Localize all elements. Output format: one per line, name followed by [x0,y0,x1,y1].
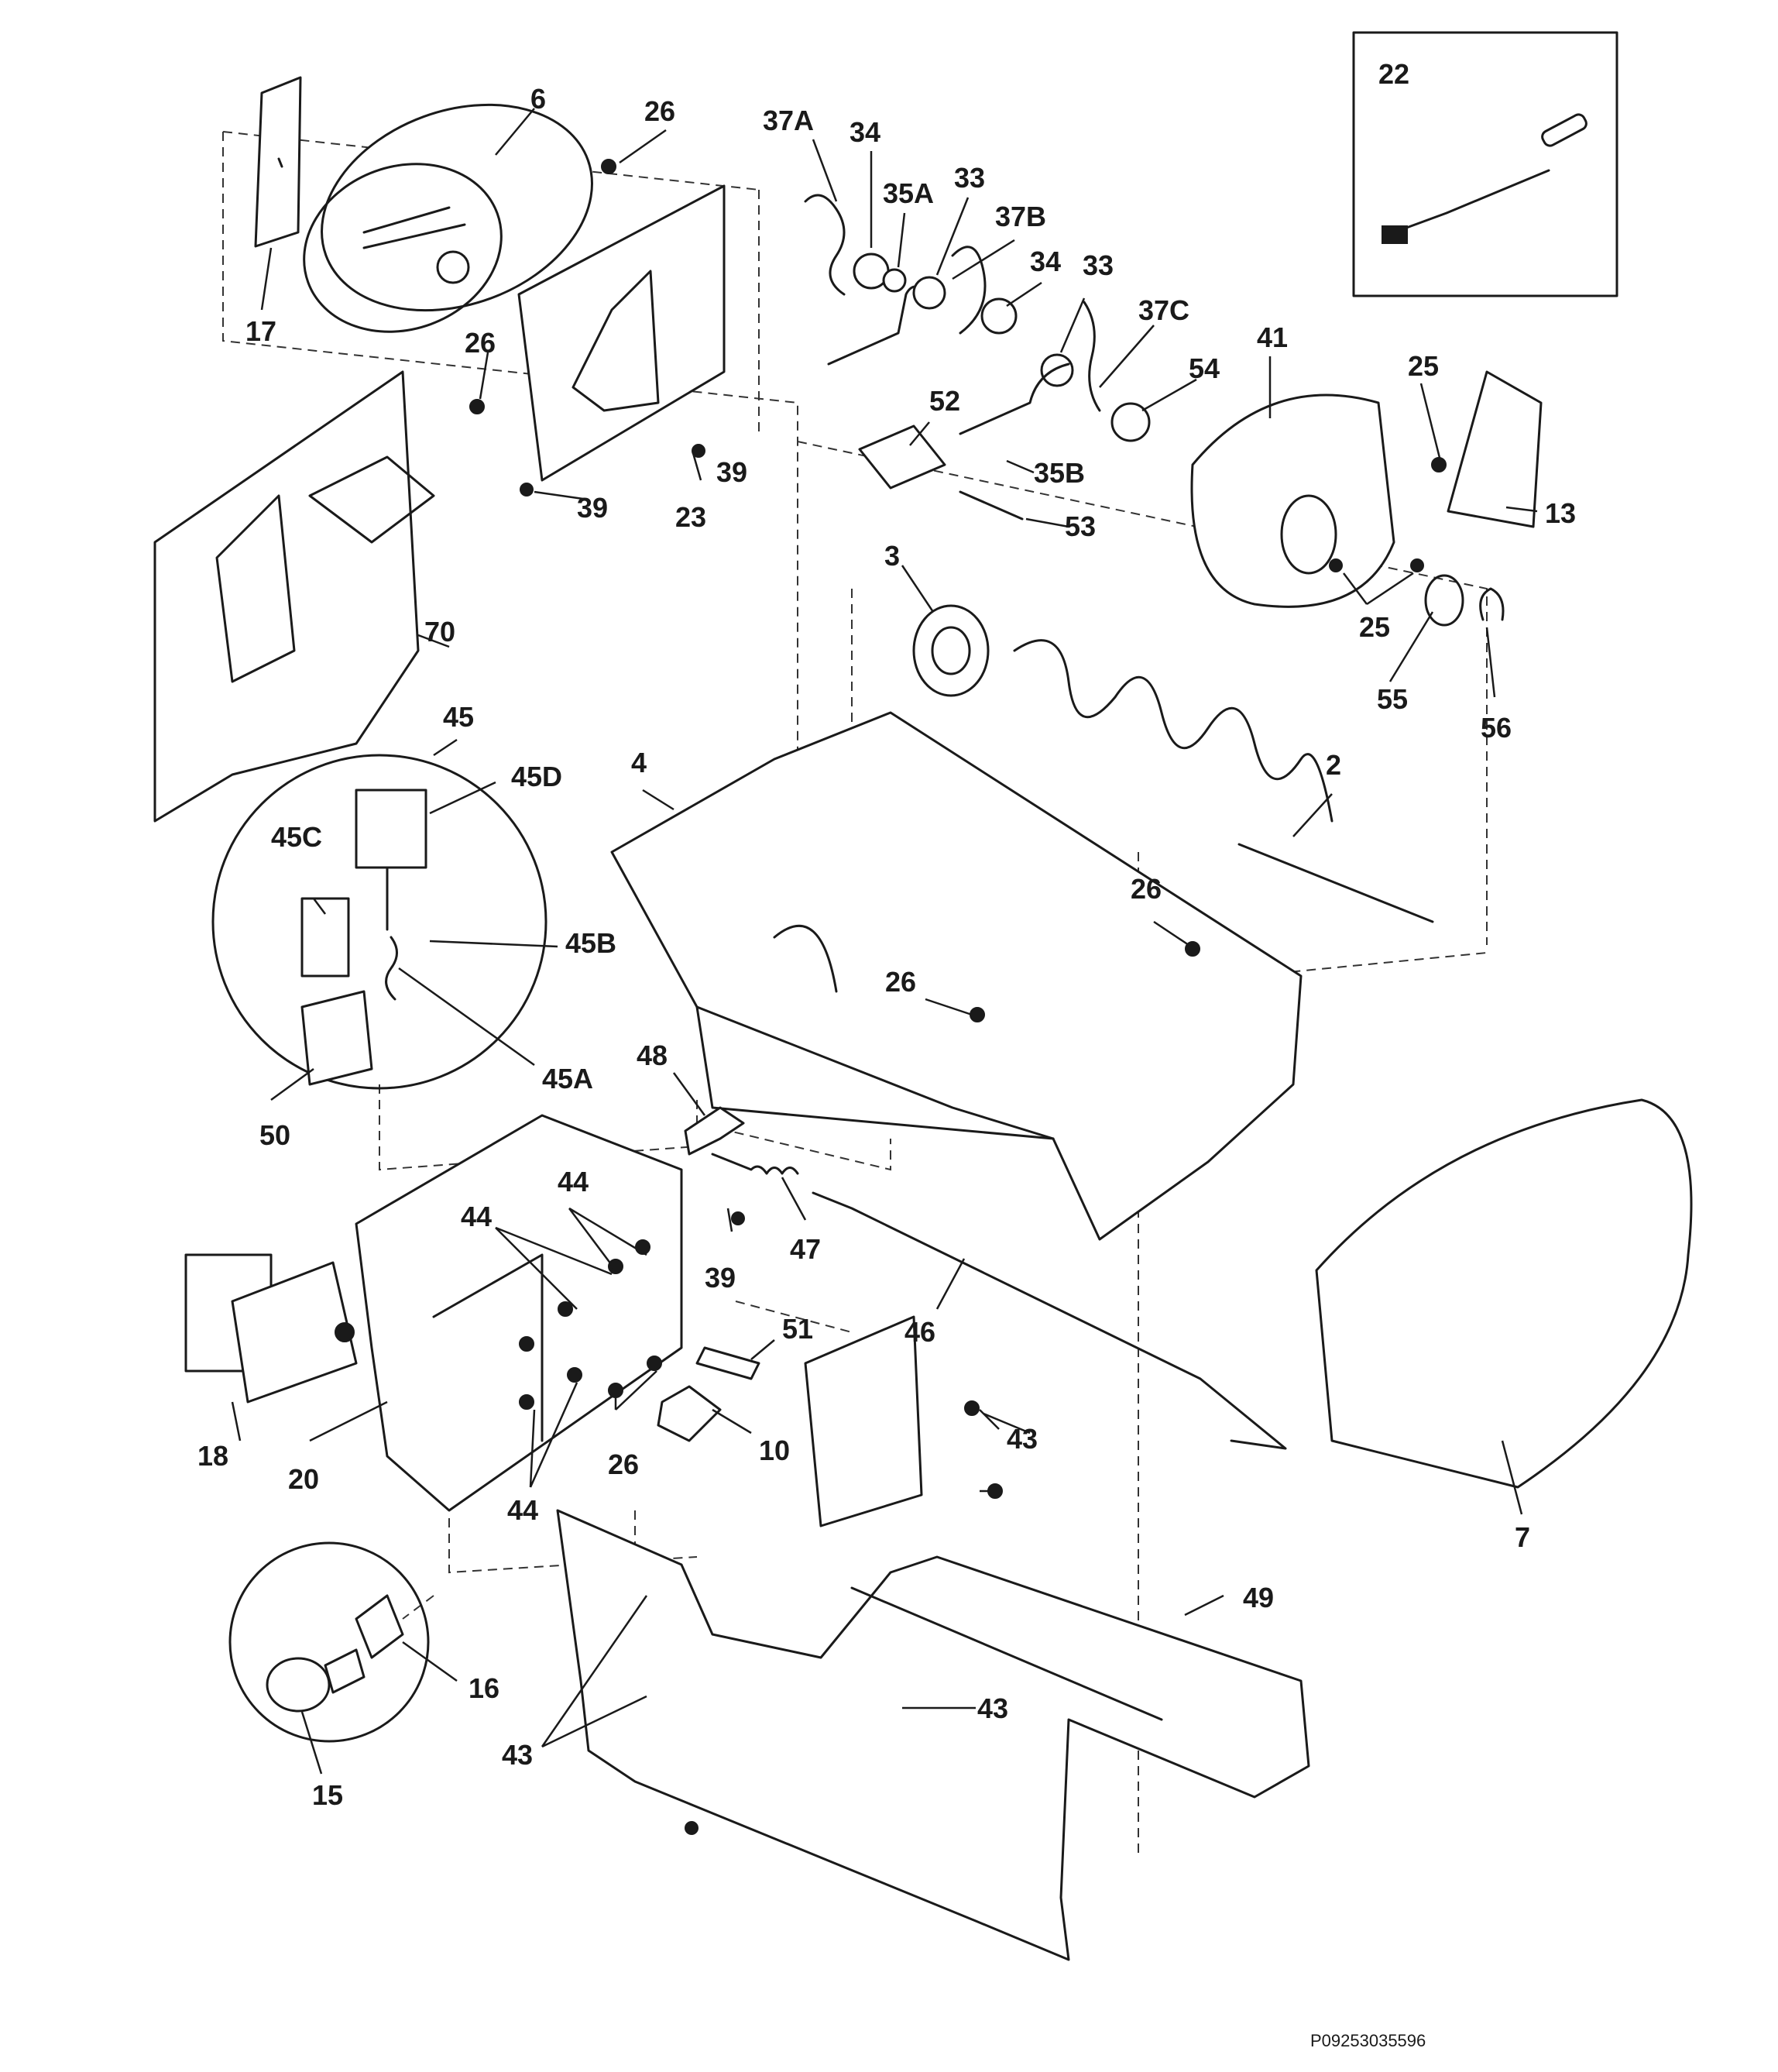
callout-16: 16 [469,1672,499,1704]
callout-15: 15 [312,1779,343,1811]
inset-box-part-22 [1352,31,1618,297]
callout-46: 46 [904,1316,935,1348]
callout-20: 20 [288,1463,319,1495]
part-48-bracket [684,1106,745,1156]
callout-labels: 2 3 4 6 7 10 13 15 16 17 18 20 22 23 25 … [197,58,1576,1811]
callout-34-a: 34 [850,116,880,148]
callout-4: 4 [631,747,647,778]
part-2-auger-coil [1013,639,1434,923]
part-15-16-lamp-inset [228,1541,430,1743]
callout-56: 56 [1481,712,1512,744]
drawing-code: P09253035596 [1310,2031,1426,2050]
callout-44-c: 44 [507,1494,538,1526]
leader-lines [231,108,1538,1775]
part-6-drum [303,103,593,333]
part-46-rod [812,1191,1287,1450]
callout-7: 7 [1515,1521,1530,1553]
callout-25-a: 25 [1408,350,1439,382]
callout-43-b: 43 [977,1692,1008,1724]
parts-55-56-rings [1424,574,1505,627]
callout-41: 41 [1257,321,1288,353]
part-3-auger-cap [912,604,990,697]
callout-50: 50 [259,1119,290,1151]
callout-45C: 45C [271,821,322,853]
part-10-lever [657,1385,722,1442]
part-52-actuator [858,424,946,490]
callout-35A: 35A [883,177,934,209]
callout-33-b: 33 [1083,249,1114,281]
part-53-pin [959,490,1024,521]
part-45-inset-solenoid [211,754,547,1090]
callout-37A: 37A [763,105,814,136]
part-49-base-tray [556,1315,1310,1961]
callout-26-d: 26 [885,966,916,998]
callout-26-e: 26 [608,1448,639,1480]
callout-23: 23 [675,501,706,533]
part-41-housing [1190,393,1395,608]
callout-26-c: 26 [1131,873,1162,905]
callout-35B: 35B [1034,457,1085,489]
callout-22: 22 [1378,58,1409,90]
callout-43-c: 43 [502,1739,533,1771]
callout-49: 49 [1243,1582,1274,1613]
callout-48: 48 [637,1039,668,1071]
part-4-ice-bin [610,711,1303,1241]
part-51-pin [695,1346,760,1380]
callout-39-a: 39 [716,456,747,488]
callout-13: 13 [1545,497,1576,529]
callout-45B: 45B [565,927,616,959]
part-23-mounting-plate [517,184,726,482]
callout-52: 52 [929,385,960,417]
callout-34-b: 34 [1030,246,1061,277]
callout-2: 2 [1326,749,1341,781]
part-70-frame [153,370,435,823]
callout-26-b: 26 [465,327,496,359]
callout-51: 51 [782,1313,813,1345]
part-7-front-cover [1315,1098,1693,1489]
callout-44-a: 44 [461,1201,492,1232]
callout-39-c: 39 [705,1262,736,1294]
callout-37B: 37B [995,201,1046,232]
callout-43-a: 43 [1007,1423,1038,1455]
callout-25-b: 25 [1359,611,1390,643]
callout-45D: 45D [511,761,562,792]
callout-45: 45 [443,701,474,733]
callout-39-b: 39 [577,492,608,524]
callout-54: 54 [1189,352,1220,384]
callout-33-a: 33 [954,162,985,194]
callout-6: 6 [530,83,546,115]
callout-37C: 37C [1138,294,1189,326]
callout-47: 47 [790,1233,821,1265]
part-47-spring [711,1153,799,1175]
callout-44-b: 44 [558,1166,589,1197]
callout-3: 3 [884,540,900,572]
part-18-motor [184,1253,358,1404]
callout-53: 53 [1065,510,1096,542]
part-13-cover [1447,370,1543,528]
part-20-motor-bracket [355,1114,683,1512]
callout-17: 17 [245,315,276,347]
part-17-label-strip [254,76,302,248]
callout-26-a: 26 [644,95,675,127]
callout-45A: 45A [542,1063,593,1094]
callout-55: 55 [1377,683,1408,715]
callout-18: 18 [197,1440,228,1472]
callout-10: 10 [759,1435,790,1466]
spring-assembly [804,194,1151,442]
callout-70: 70 [424,616,455,648]
